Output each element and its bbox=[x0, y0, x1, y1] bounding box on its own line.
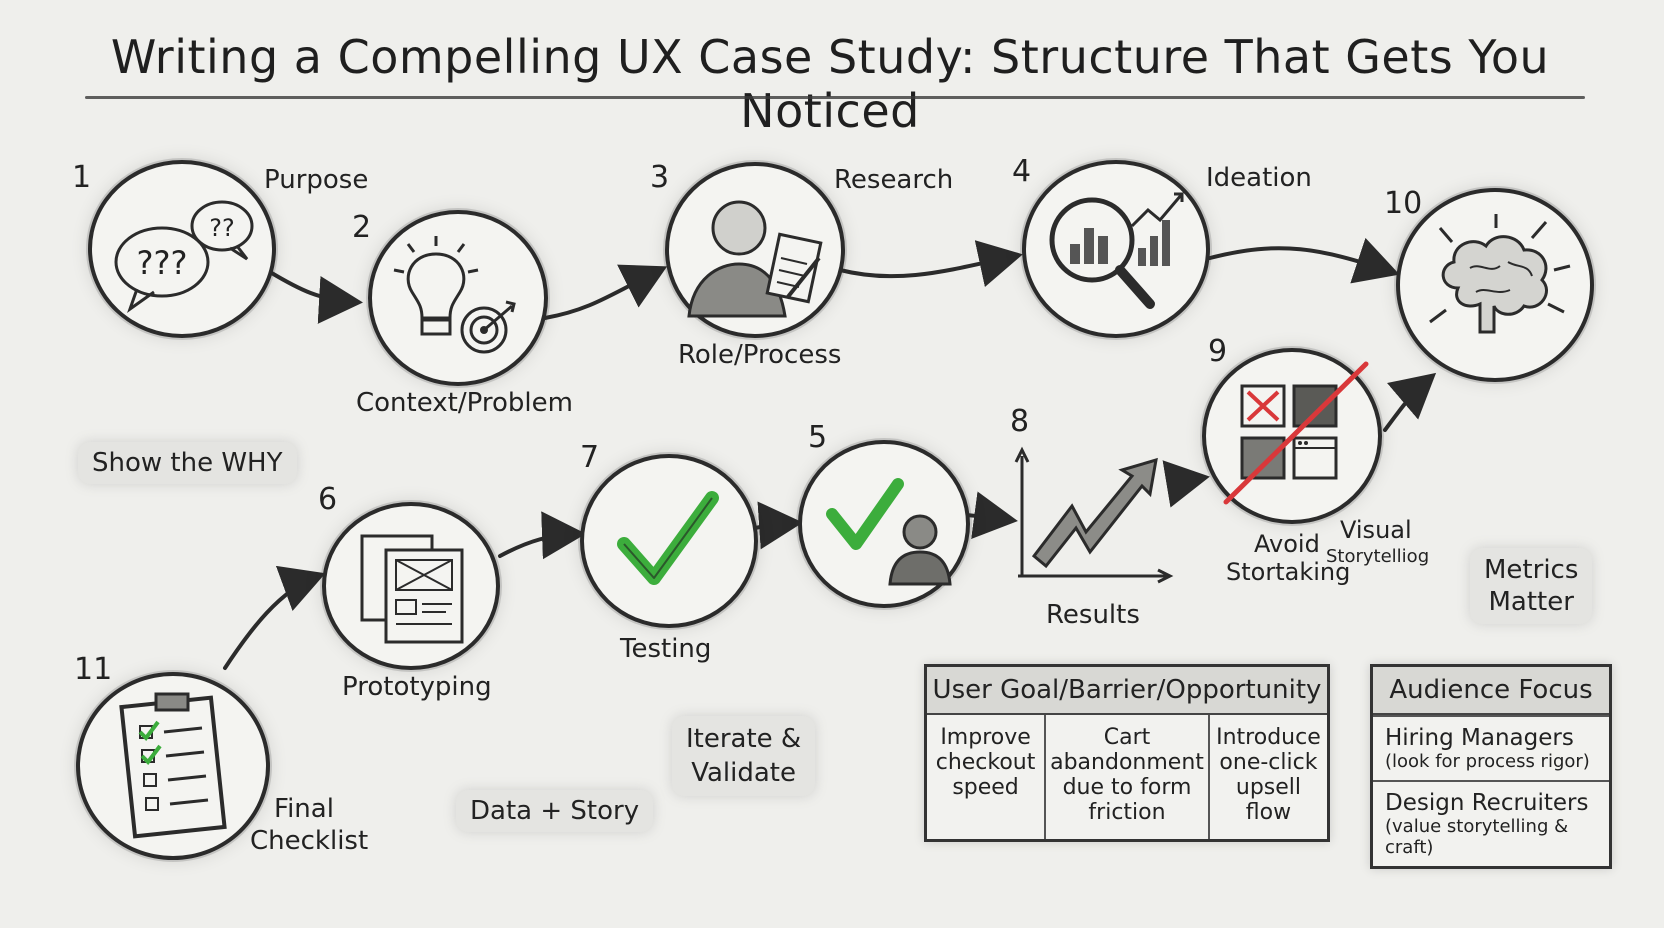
step-3-number: 3 bbox=[650, 160, 670, 195]
wireframe-pages-icon bbox=[360, 534, 464, 644]
step-10-number: 10 bbox=[1384, 186, 1423, 221]
audience-item-hiring-managers: Hiring Managers (look for process rigor) bbox=[1373, 715, 1609, 780]
brain-icon bbox=[1429, 214, 1571, 334]
svg-text:??: ?? bbox=[209, 214, 234, 242]
arrow-2-3 bbox=[543, 264, 668, 320]
iterate-line-1: Iterate & bbox=[686, 724, 802, 754]
arrow-8-9 bbox=[1162, 460, 1210, 508]
step-3-label-role: Role/Process bbox=[678, 340, 842, 370]
iterate-line-2: Validate bbox=[691, 758, 796, 788]
title-underline bbox=[85, 96, 1585, 99]
arrow-6-7 bbox=[498, 511, 586, 560]
metrics-line-1: Metrics bbox=[1484, 555, 1579, 585]
step-7-label: Testing bbox=[620, 634, 712, 664]
note-show-the-why: Show the WHY bbox=[78, 442, 297, 484]
audience-focus-box: Audience Focus Hiring Managers (look for… bbox=[1370, 664, 1612, 869]
arrow-5-8 bbox=[963, 491, 1018, 540]
arrow-11-6 bbox=[223, 565, 326, 670]
step-7-number: 7 bbox=[580, 440, 600, 475]
step-2-circle bbox=[368, 210, 548, 386]
step-6-circle bbox=[322, 502, 500, 670]
note-iterate-validate: Iterate & Validate bbox=[672, 716, 816, 796]
note-data-story: Data + Story bbox=[456, 790, 654, 832]
goal-cell: Improve checkout speed bbox=[927, 715, 1047, 839]
step-9-label-stortaking: Stortaking bbox=[1226, 558, 1351, 586]
magnifier-chart-icon bbox=[1049, 192, 1184, 309]
metrics-line-2: Matter bbox=[1488, 587, 1574, 617]
barrier-cell: Cart abandonment due to form friction bbox=[1046, 715, 1210, 839]
step-11-number: 11 bbox=[74, 652, 113, 687]
arrow-3-4 bbox=[838, 240, 1023, 288]
step-3-circle bbox=[665, 162, 845, 338]
step-1-label: Purpose bbox=[264, 165, 369, 195]
goal-barrier-opportunity-box: User Goal/Barrier/Opportunity Improve ch… bbox=[924, 664, 1330, 842]
audience-item-design-recruiters: Design Recruiters (value storytelling & … bbox=[1373, 780, 1609, 866]
person-notepad-icon bbox=[687, 200, 823, 318]
growth-chart-icon bbox=[1014, 446, 1174, 584]
step-8-label: Results bbox=[1046, 600, 1140, 630]
arrow-9-10 bbox=[1383, 372, 1437, 432]
clipboard-checklist-icon bbox=[119, 692, 227, 839]
step-1-circle: ??? ?? bbox=[88, 160, 276, 338]
question-bubbles-icon: ??? ?? bbox=[114, 200, 254, 313]
arrow-7-5 bbox=[753, 501, 803, 550]
step-4-label: Ideation bbox=[1206, 163, 1312, 193]
step-5-number: 5 bbox=[808, 420, 828, 455]
step-11-label-checklist: Checklist bbox=[250, 826, 369, 856]
step-6-label: Prototyping bbox=[342, 672, 492, 702]
step-11-circle bbox=[76, 672, 270, 860]
step-3-label-research: Research bbox=[834, 165, 954, 195]
step-1-number: 1 bbox=[72, 160, 92, 195]
step-5-circle bbox=[798, 440, 970, 608]
step-7-circle bbox=[580, 454, 758, 628]
step-8-number: 8 bbox=[1010, 404, 1030, 439]
step-4-number: 4 bbox=[1012, 154, 1032, 189]
checkmark-icon bbox=[617, 491, 719, 585]
step-6-number: 6 bbox=[318, 482, 338, 517]
page-title: Writing a Compelling UX Case Study: Stru… bbox=[110, 30, 1550, 138]
audience-box-header: Audience Focus bbox=[1373, 667, 1609, 715]
step-9-label-visual: Visual bbox=[1340, 516, 1412, 544]
arrow-1-2 bbox=[268, 270, 363, 324]
step-11-label-final: Final bbox=[274, 794, 334, 824]
svg-text:???: ??? bbox=[137, 244, 188, 282]
step-4-circle bbox=[1022, 160, 1210, 338]
step-9-number: 9 bbox=[1208, 334, 1228, 369]
goal-box-header: User Goal/Barrier/Opportunity bbox=[927, 667, 1327, 715]
lightbulb-target-icon bbox=[393, 236, 516, 354]
step-2-number: 2 bbox=[352, 210, 372, 245]
step-9-circle bbox=[1202, 348, 1382, 524]
step-10-circle bbox=[1396, 188, 1594, 382]
step-9-label-storytelling: Storytelliog bbox=[1326, 546, 1430, 567]
crossed-out-layouts-icon bbox=[1223, 361, 1369, 505]
step-2-label: Context/Problem bbox=[356, 388, 573, 418]
step-9-label-avoid: Avoid bbox=[1254, 530, 1320, 558]
arrow-4-10 bbox=[1208, 237, 1400, 284]
opportunity-cell: Introduce one-click upsell flow bbox=[1216, 725, 1321, 825]
check-person-icon bbox=[826, 478, 952, 586]
note-metrics-matter: Metrics Matter bbox=[1470, 548, 1593, 624]
